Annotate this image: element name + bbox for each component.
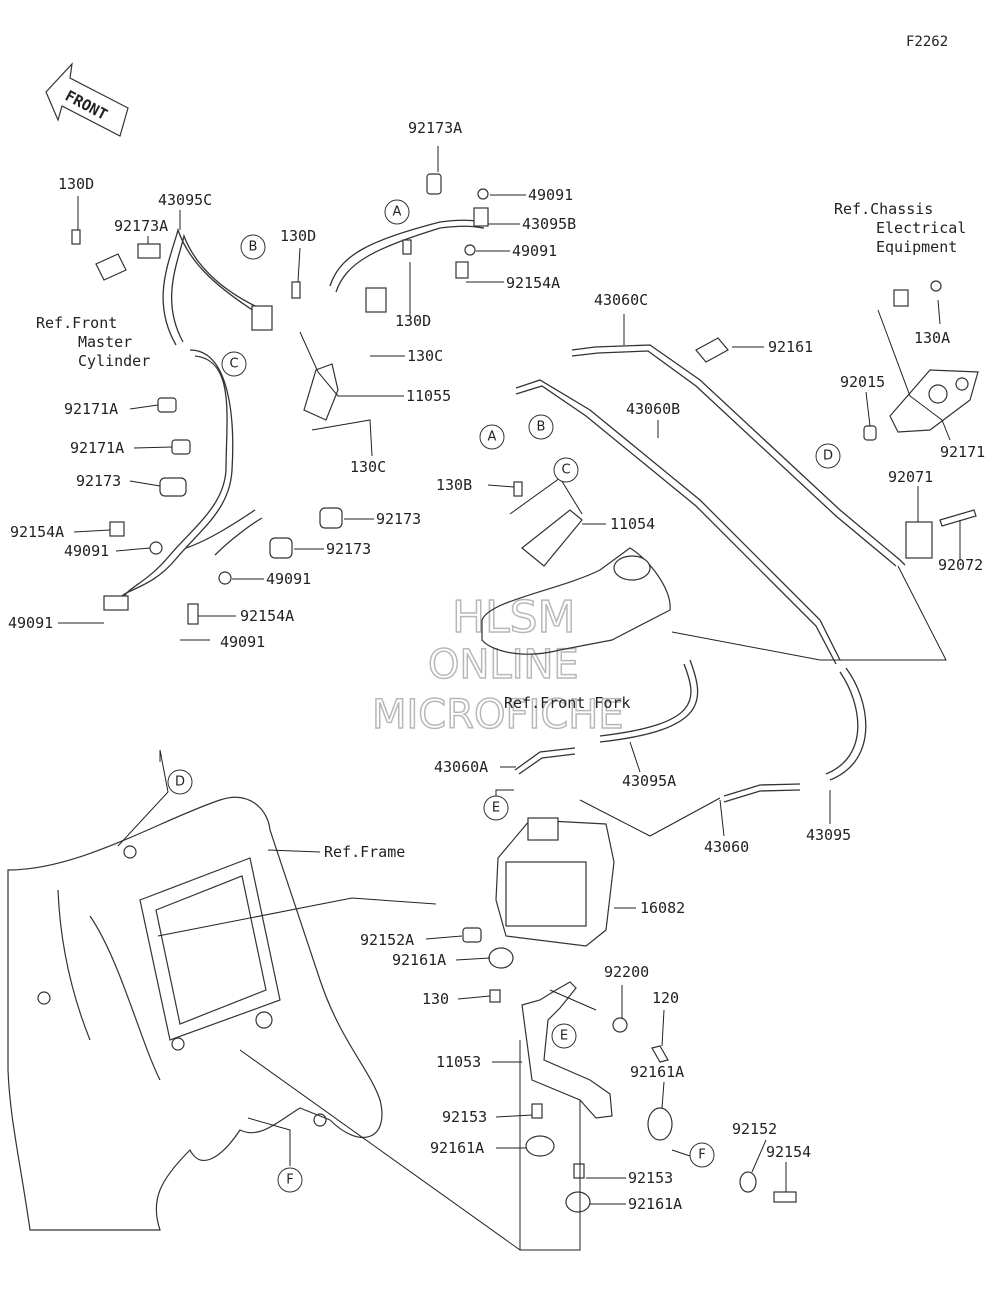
part-label: 130D [280, 227, 316, 245]
part-label: 130C [350, 458, 386, 476]
part-label: 49091 [528, 186, 573, 204]
ref-front-master-cylinder-line3: Cylinder [78, 352, 150, 370]
part-label: 92154A [240, 607, 294, 625]
part-label: 92161A [430, 1139, 484, 1157]
front-arrow-icon [45, 62, 129, 137]
part-label: 92171A [64, 400, 118, 418]
part-label: 11053 [436, 1053, 481, 1071]
part-label: 49091 [64, 542, 109, 560]
svg-text:A: A [488, 430, 497, 445]
callout-e-abs: E [483, 795, 509, 821]
part-label: 92015 [840, 373, 885, 391]
part-label: 92173 [376, 510, 421, 528]
callout-c-center: C [553, 457, 579, 483]
part-label: 43095 [806, 826, 851, 844]
part-label: 43060A [434, 758, 488, 776]
brake-lines [119, 219, 906, 803]
svg-text:F: F [698, 1148, 705, 1163]
part-label: 92152A [360, 931, 414, 949]
ref-front-master-cylinder-line2: Master [78, 333, 132, 351]
part-label: 11055 [406, 387, 451, 405]
svg-text:B: B [537, 420, 546, 435]
part-label: 130C [407, 347, 443, 365]
svg-text:E: E [560, 1029, 568, 1044]
part-label: 92153 [628, 1169, 673, 1187]
part-label: 92161A [630, 1063, 684, 1081]
part-label: 11054 [610, 515, 655, 533]
part-label: 92154 [766, 1143, 811, 1161]
part-label: 49091 [8, 614, 53, 632]
svg-text:C: C [561, 463, 570, 478]
callout-b-top: B [240, 234, 266, 260]
part-label: 92071 [888, 468, 933, 486]
ref-frame: Ref.Frame [324, 843, 405, 861]
part-label: 120 [652, 989, 679, 1007]
callout-e-bracket: E [551, 1023, 577, 1049]
part-label: 43060 [704, 838, 749, 856]
part-label: 92173A [408, 119, 462, 137]
svg-text:F: F [286, 1173, 293, 1188]
part-label: 49091 [266, 570, 311, 588]
part-label: 92200 [604, 963, 649, 981]
svg-text:E: E [492, 801, 500, 816]
svg-text:C: C [229, 357, 238, 372]
frame-outline [7, 796, 383, 1231]
part-label: 92154A [506, 274, 560, 292]
figure-code: F2262 [906, 34, 948, 50]
part-label: 92171 [940, 443, 985, 461]
svg-text:D: D [175, 775, 185, 790]
ref-chassis-electrical-line2: Electrical [876, 219, 966, 237]
part-labels: 92173A 49091 43095B 49091 92154A 130D 43… [8, 119, 985, 1213]
part-label: 43095C [158, 191, 212, 209]
part-label: 92161A [628, 1195, 682, 1213]
part-label: 92173A [114, 217, 168, 235]
part-label: 92154A [10, 523, 64, 541]
part-label: 49091 [220, 633, 265, 651]
svg-text:B: B [249, 240, 258, 255]
part-label: 92161 [768, 338, 813, 356]
ref-chassis-electrical-line3: Equipment [876, 238, 957, 256]
callout-f-frame: F [277, 1167, 303, 1193]
part-label: 92161A [392, 951, 446, 969]
ref-front-fork: Ref.Front Fork [504, 694, 630, 712]
callout-f-right: F [689, 1142, 715, 1168]
part-label: 130B [436, 476, 472, 494]
watermark-line-2: ONLINE [428, 642, 579, 688]
callout-b-right: B [528, 414, 554, 440]
part-label: 92152 [732, 1120, 777, 1138]
part-label: 43095A [622, 772, 676, 790]
callout-a-right: A [479, 424, 505, 450]
part-label: 92153 [442, 1108, 487, 1126]
part-label: 92072 [938, 556, 983, 574]
part-label: 92171A [70, 439, 124, 457]
part-label: 130D [58, 175, 94, 193]
part-label: 130 [422, 990, 449, 1008]
callout-a-top: A [384, 199, 410, 225]
part-label: 130A [914, 329, 950, 347]
part-label: 49091 [512, 242, 557, 260]
watermark: HLSM ONLINE MICROFICHE [371, 591, 624, 739]
callout-c-left: C [221, 351, 247, 377]
part-label: 130D [395, 312, 431, 330]
part-label: 92173 [76, 472, 121, 490]
ref-chassis-electrical-line1: Ref.Chassis [834, 200, 933, 218]
part-label: 16082 [640, 899, 685, 917]
part-label: 43095B [522, 215, 576, 233]
svg-text:A: A [393, 205, 402, 220]
part-label: 92173 [326, 540, 371, 558]
watermark-line-3: MICROFICHE [372, 692, 624, 738]
callout-d-right: D [815, 443, 841, 469]
part-label: 43060C [594, 291, 648, 309]
svg-text:D: D [823, 449, 833, 464]
part-label: 43060B [626, 400, 680, 418]
ref-front-master-cylinder-line1: Ref.Front [36, 314, 117, 332]
callout-d-frame: D [167, 769, 193, 795]
